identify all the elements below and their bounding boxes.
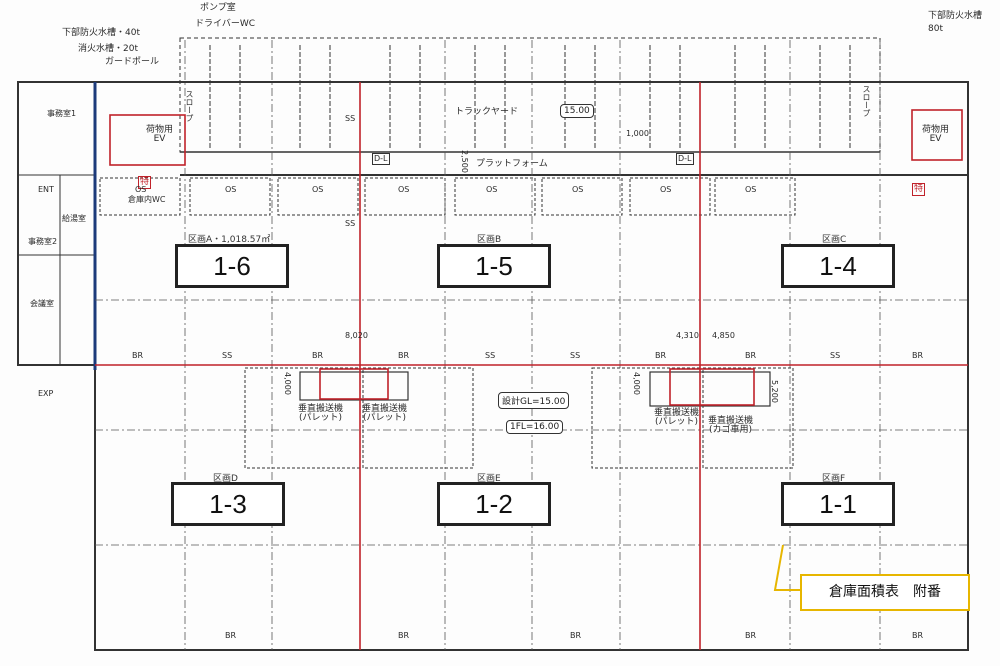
conveyor-label: 垂直搬送機 [654,408,700,418]
area-table-callout: 倉庫面積表 附番 [800,574,970,611]
conveyor-pallet-3: 垂直搬送機(パレット) [654,409,699,427]
br-mark: BR [745,631,757,640]
dim-4000-left: 4,000 [283,372,292,395]
dock-leveler-right: D-L [676,153,694,165]
exp-label: EXP [38,389,54,398]
zone-e-label: 区画E [477,474,501,484]
conveyor-cage: 垂直搬送機(カゴ車用) [708,417,753,435]
os-mark: OS [660,185,672,194]
ev-left-sub: EV [153,134,166,144]
os-mark: OS [486,185,498,194]
dim-4850: 4,850 [712,331,735,340]
zone-a-number: 1-6 [175,244,289,288]
conveyor-label: 垂直搬送機 [362,404,408,414]
br-mark: BR [398,631,410,640]
special-mark-right: 特 [912,183,926,196]
office2-label: 事務室2 [28,237,58,246]
office1-label: 事務室1 [47,109,77,118]
fire-water-tank-label: 消火水槽・20t [78,44,138,54]
ev-right-sub: EV [929,134,942,144]
zone-f-label: 区画F [822,474,846,484]
fire-tank-right-capacity: 80t [928,24,943,34]
ss-mark: SS [345,219,356,228]
zone-b-label: 区画B [477,235,502,245]
first-fl-label: 1FL=16.00 [506,420,564,434]
dim-5200: 5,200 [770,380,779,403]
os-mark: OS [225,185,237,194]
dock-leveler-left: D-L [372,153,390,165]
pump-room-label: ポンプ室 [200,3,236,13]
zone-d-label: 区画D [213,474,238,484]
meeting-room-label: 会議室 [30,299,54,308]
br-mark: BR [655,351,667,360]
zone-e-number: 1-2 [437,482,551,526]
zone-a-label: 区画A・1,018.57㎡ [188,235,271,245]
driver-wc-label: ドライバーWC [195,19,256,29]
truck-yard-level: 15.00 [560,104,594,118]
truck-yard-label: トラックヤード [455,107,519,117]
zone-c-number: 1-4 [781,244,895,288]
fire-tank-left-label: 下部防火水槽・40t [62,28,140,38]
os-mark: OS [572,185,584,194]
br-mark: BR [745,351,757,360]
dim-2500: 2,500 [460,150,469,173]
ev-left-label: 荷物用 [146,125,174,135]
zone-f-number: 1-1 [781,482,895,526]
br-mark: BR [312,351,324,360]
conveyor-sub: (パレット) [298,413,343,423]
os-mark: OS [398,185,410,194]
os-mark: OS [312,185,324,194]
ent-label: ENT [38,185,54,194]
zone-d-number: 1-3 [171,482,285,526]
br-mark: BR [225,631,237,640]
design-gl-label: 設計GL=15.00 [498,392,570,409]
conveyor-pallet-2: 垂直搬送機(パレット) [362,405,407,423]
conveyor-label: 垂直搬送機 [708,416,754,426]
ss-mark: SS [570,351,581,360]
ss-mark: SS [222,351,233,360]
ss-mark: SS [345,114,356,123]
ss-mark: SS [830,351,841,360]
dim-4310: 4,310 [676,331,699,340]
br-mark: BR [570,631,582,640]
dim-8020: 8,020 [345,331,368,340]
guard-pole-label: ガードポール [105,57,160,67]
special-mark-left: 特 [138,176,152,189]
br-mark: BR [912,351,924,360]
warehouse-wc-label: 倉庫内WC [128,195,166,204]
slope-left-label: スロープ [185,90,194,122]
fire-tank-right-label: 下部防火水槽 [928,11,983,21]
br-mark: BR [132,351,144,360]
conveyor-pallet-1: 垂直搬送機(パレット) [298,405,343,423]
conveyor-sub: (パレット) [654,417,699,427]
ev-right-label: 荷物用 [922,125,950,135]
dim-4000-right: 4,000 [632,372,641,395]
dim-1000: 1,000 [626,129,649,138]
conveyor-label: 垂直搬送機 [298,404,344,414]
zone-b-number: 1-5 [437,244,551,288]
platform-label: プラットフォーム [476,159,548,169]
conveyor-sub: (カゴ車用) [708,425,753,435]
slope-right-label: スロープ [862,85,871,117]
ss-mark: SS [485,351,496,360]
os-mark: OS [135,185,147,194]
zone-c-label: 区画C [822,235,847,245]
os-mark: OS [745,185,757,194]
conveyor-sub: (パレット) [362,413,407,423]
br-mark: BR [398,351,410,360]
br-mark: BR [912,631,924,640]
kitchen-label: 給湯室 [62,214,86,223]
